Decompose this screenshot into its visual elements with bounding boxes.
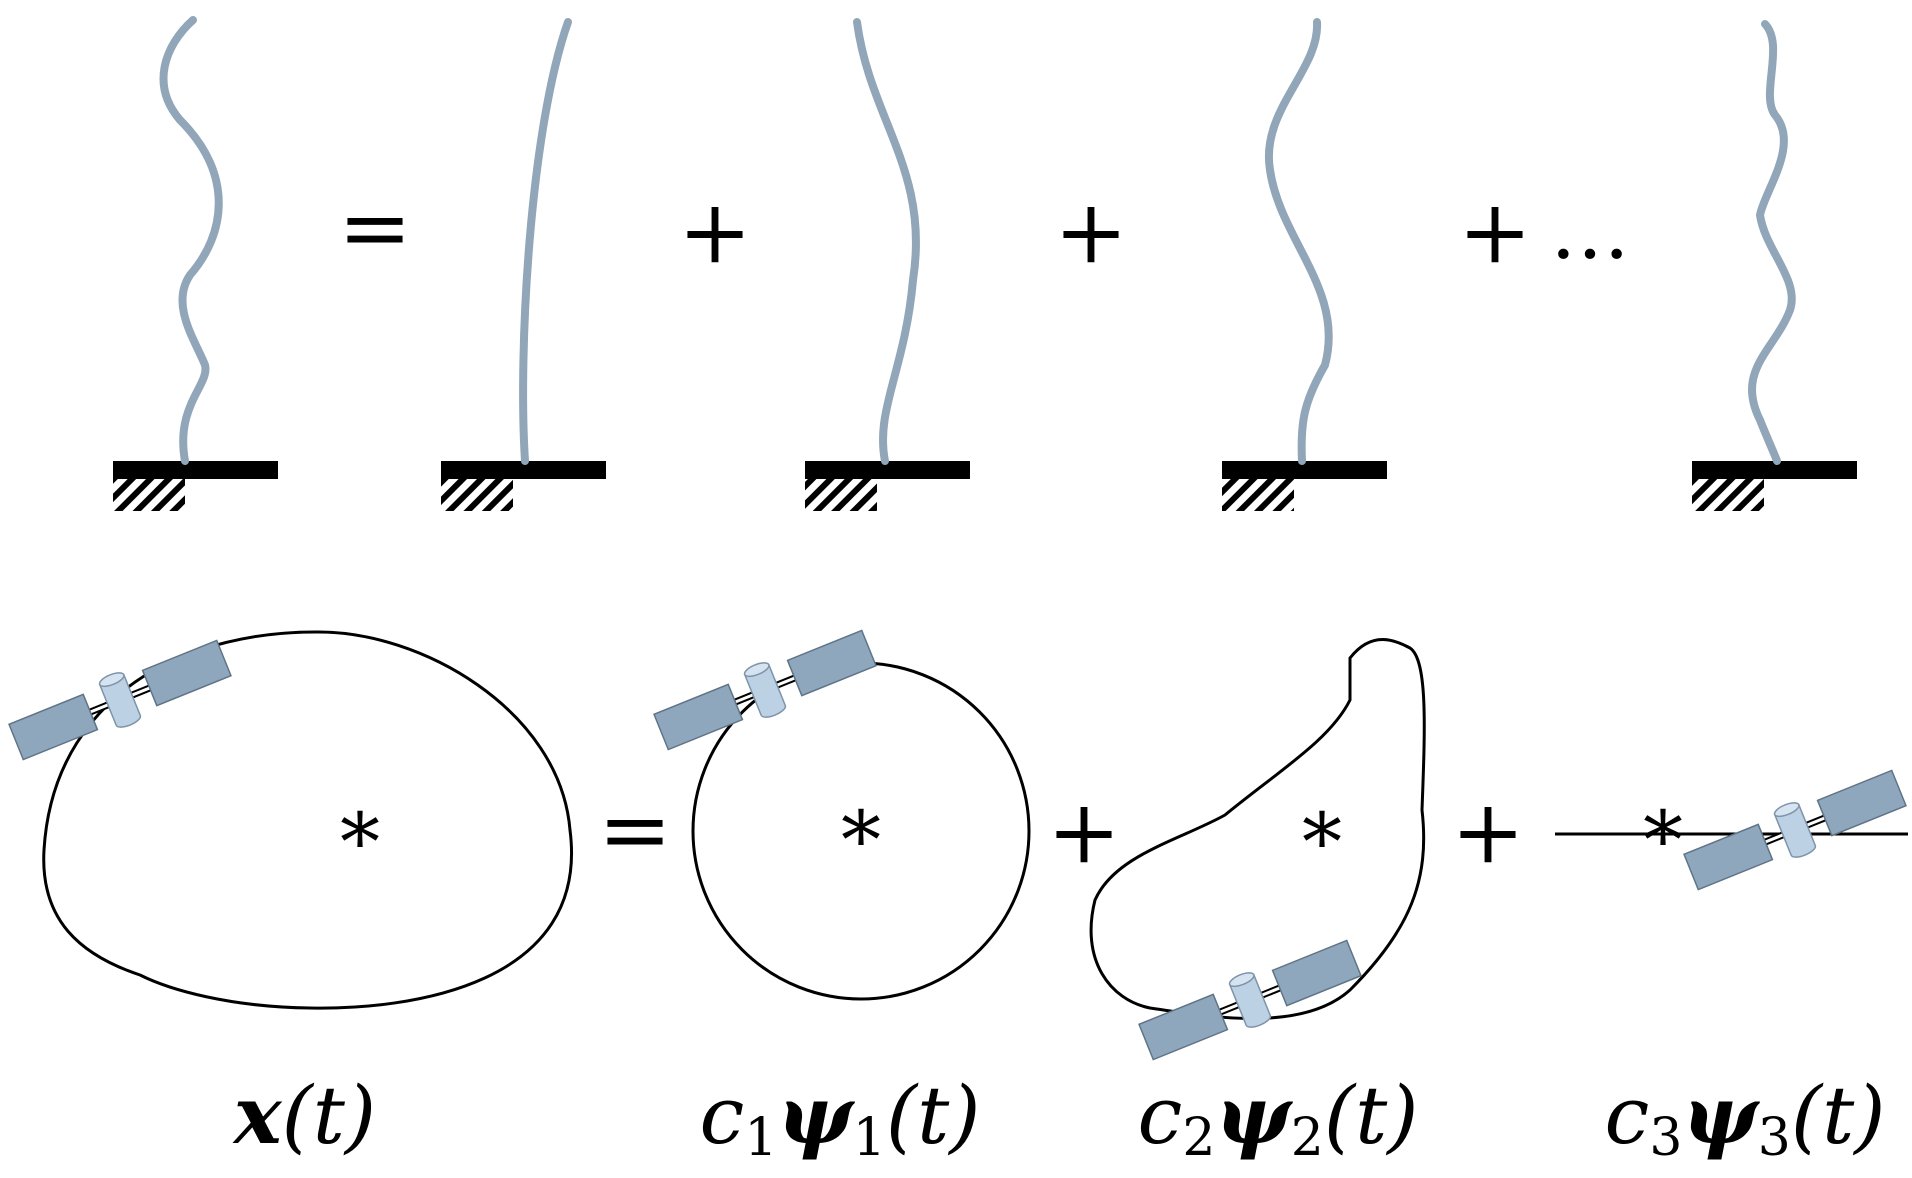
- plus-sign: +: [1458, 180, 1532, 283]
- label-psi: ψ: [1215, 1068, 1293, 1162]
- plus-sign: +: [1451, 780, 1525, 883]
- label-x-of-t: x(t): [232, 1068, 376, 1162]
- string-mode-3: [1222, 18, 1387, 511]
- label-arg: (t): [1324, 1069, 1419, 1162]
- orbit-mode-2: *: [1089, 638, 1426, 1067]
- string-mode-2: [805, 18, 970, 511]
- label-coef-sub: 3: [1649, 1108, 1682, 1168]
- ground-bar: [113, 461, 278, 479]
- plus-sign: +: [1047, 780, 1121, 883]
- label-arg: (t): [886, 1069, 981, 1162]
- string-full: [113, 16, 278, 511]
- label-psi-sub: 1: [853, 1108, 886, 1168]
- label-coef: c: [700, 1069, 745, 1162]
- satellite-icon: [1681, 763, 1909, 897]
- ground-hatch: [805, 479, 877, 511]
- label-c3-psi3: c3ψ3(t): [1605, 1068, 1886, 1168]
- string-curve: [853, 18, 921, 465]
- label-psi: ψ: [1682, 1068, 1760, 1162]
- label-coef: c: [1138, 1069, 1183, 1162]
- label-c2-psi2: c2ψ2(t): [1138, 1068, 1419, 1168]
- satellite-icon: [651, 623, 879, 757]
- label-x-arg: (t): [282, 1069, 377, 1162]
- orbit-mode-3: *: [1555, 763, 1909, 897]
- focus-star: *: [1302, 796, 1342, 889]
- ground-hatch: [1692, 479, 1764, 511]
- ground-bar: [1222, 461, 1387, 479]
- ellipsis: …: [1550, 184, 1630, 277]
- string-curve: [519, 18, 572, 465]
- orbit-curve: [42, 630, 574, 1010]
- ground-hatch: [113, 479, 185, 511]
- string-curve: [1748, 20, 1796, 465]
- focus-star: *: [841, 794, 881, 887]
- label-coef-sub: 2: [1182, 1108, 1215, 1168]
- orbit-curve: [1089, 638, 1426, 1020]
- label-psi: ψ: [777, 1068, 855, 1162]
- focus-star: *: [340, 796, 380, 889]
- ground-hatch: [441, 479, 513, 511]
- orbit-full: *: [6, 630, 574, 1010]
- equals-sign: =: [598, 778, 672, 881]
- string-curve: [1264, 18, 1333, 465]
- label-psi-sub: 3: [1758, 1108, 1791, 1168]
- string-higher-mode: [1692, 20, 1857, 511]
- focus-star: *: [1643, 794, 1683, 887]
- ground-bar: [1692, 461, 1857, 479]
- plus-sign: +: [1054, 180, 1128, 283]
- label-coef-sub: 1: [744, 1108, 777, 1168]
- ground-bar: [805, 461, 970, 479]
- string-mode-1: [441, 18, 606, 511]
- label-x-var: x: [232, 1068, 283, 1162]
- label-c1-psi1: c1ψ1(t): [700, 1068, 981, 1168]
- label-coef: c: [1605, 1069, 1650, 1162]
- string-curve: [159, 16, 223, 465]
- ground-hatch: [1222, 479, 1294, 511]
- orbit-mode-1: *: [651, 623, 1031, 1001]
- ground-bar: [441, 461, 606, 479]
- equals-sign: =: [338, 176, 412, 279]
- satellite-icon: [6, 633, 234, 767]
- label-arg: (t): [1791, 1069, 1886, 1162]
- plus-sign: +: [678, 180, 752, 283]
- label-psi-sub: 2: [1291, 1108, 1324, 1168]
- satellite-icon: [1136, 933, 1364, 1067]
